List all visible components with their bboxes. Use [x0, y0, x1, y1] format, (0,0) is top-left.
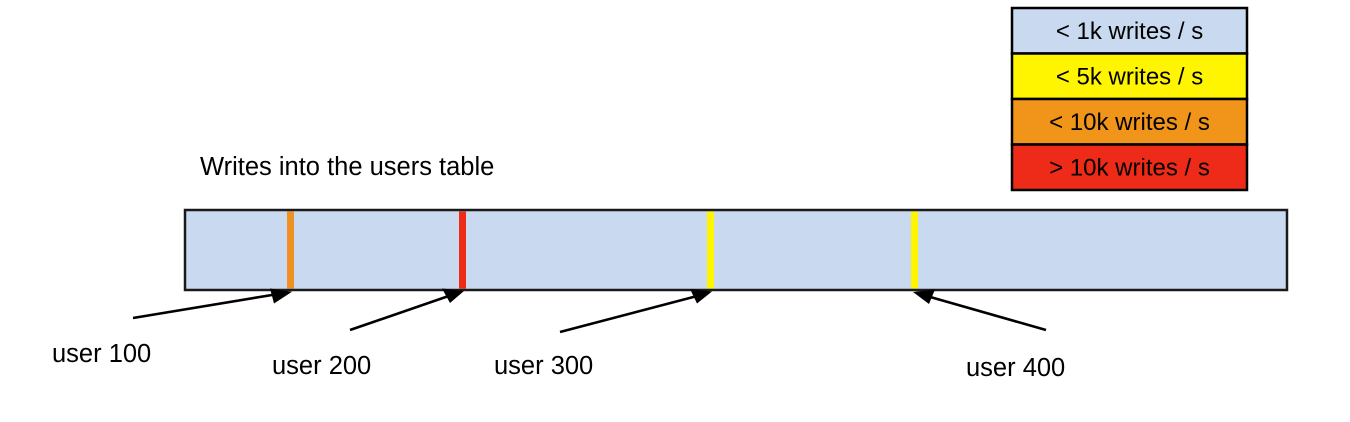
- callout-label-user-300: user 300: [494, 352, 593, 380]
- stripe-user-200: [459, 211, 466, 289]
- legend: < 1k writes / s < 5k writes / s < 10k wr…: [1010, 6, 1249, 192]
- callout-label-user-200: user 200: [272, 352, 371, 380]
- callout-arrow-user-200: [349, 288, 464, 332]
- callout-arrow-user-300: [559, 289, 712, 334]
- legend-label-gt-10k: > 10k writes / s: [1049, 155, 1210, 182]
- legend-swatch-lt-1k: [1010, 6, 1249, 55]
- callout-line-user-300: [559, 293, 702, 334]
- legend-label-lt-5k: < 5k writes / s: [1056, 64, 1203, 91]
- legend-row-gt-10k: > 10k writes / s: [1010, 143, 1249, 192]
- stripe-user-400: [911, 211, 918, 289]
- diagram-title: Writes into the users table: [200, 153, 494, 181]
- callout-arrows: [132, 288, 1047, 334]
- callout-label-user-400: user 400: [966, 354, 1065, 382]
- stripe-user-100: [287, 211, 294, 289]
- callout-arrowhead-user-100: [270, 288, 292, 304]
- callout-label-user-100: user 100: [52, 340, 151, 368]
- legend-row-lt-1k: < 1k writes / s: [1010, 6, 1249, 55]
- legend-row-lt-5k: < 5k writes / s: [1010, 52, 1249, 101]
- legend-label-lt-10k: < 10k writes / s: [1049, 109, 1210, 136]
- users-table-bar-body: [183, 208, 1289, 292]
- legend-swatch-lt-10k: [1010, 97, 1249, 146]
- callout-arrowhead-user-300: [690, 289, 712, 304]
- legend-swatch-gt-10k: [1010, 143, 1249, 192]
- stripe-user-300: [707, 211, 714, 289]
- callout-arrow-user-100: [132, 288, 292, 320]
- callout-arrowhead-user-200: [442, 288, 464, 303]
- users-table-bar: [183, 208, 1289, 292]
- callout-arrow-user-400: [913, 289, 1047, 332]
- legend-label-lt-1k: < 1k writes / s: [1056, 18, 1203, 45]
- callout-line-user-100: [132, 292, 282, 320]
- callout-line-user-200: [349, 293, 454, 332]
- callout-arrowhead-user-400: [913, 289, 935, 304]
- legend-row-lt-10k: < 10k writes / s: [1010, 97, 1249, 146]
- callout-line-user-400: [924, 294, 1047, 332]
